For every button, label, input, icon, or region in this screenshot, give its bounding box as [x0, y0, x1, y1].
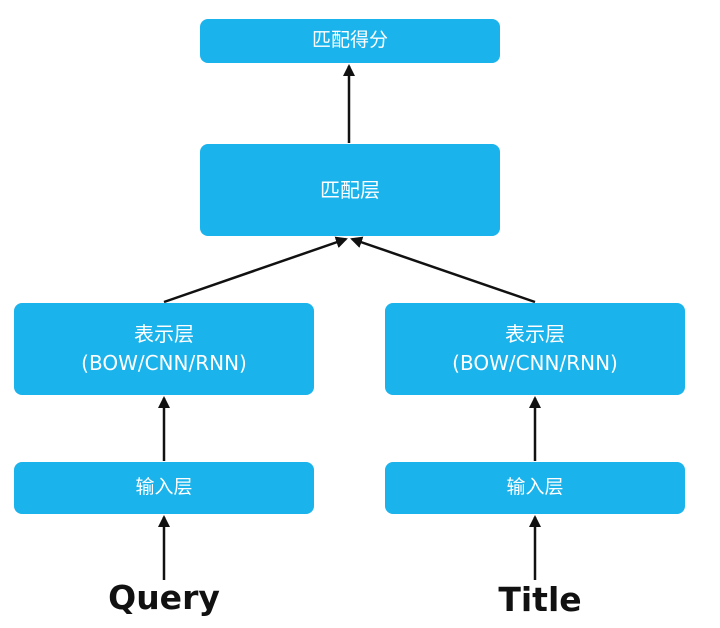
input-layer-right-node: 输入层: [385, 462, 685, 514]
representation-layer-left-node: 表示层 (BOW/CNN/RNN): [14, 303, 314, 395]
input-layer-left-node: 输入层: [14, 462, 314, 514]
title-input-label: Title: [498, 580, 582, 619]
representation-layer-left-subtitle: (BOW/CNN/RNN): [81, 351, 247, 375]
arrow-repr-left-to-match: [163, 236, 348, 304]
representation-layer-right-subtitle: (BOW/CNN/RNN): [452, 351, 618, 375]
match-layer-node: 匹配层: [200, 144, 500, 236]
representation-layer-left-title: 表示层: [134, 322, 194, 346]
query-input-label: Query: [108, 578, 220, 617]
input-layer-right-label: 输入层: [506, 476, 564, 499]
representation-layer-right-node: 表示层 (BOW/CNN/RNN): [385, 303, 685, 395]
representation-layer-right-title: 表示层: [505, 322, 565, 346]
input-layer-left-label: 输入层: [135, 476, 193, 499]
score-node: 匹配得分: [200, 19, 500, 63]
match-layer-label: 匹配层: [320, 177, 380, 202]
score-node-label: 匹配得分: [311, 29, 388, 52]
arrow-repr-right-to-match: [350, 236, 536, 304]
